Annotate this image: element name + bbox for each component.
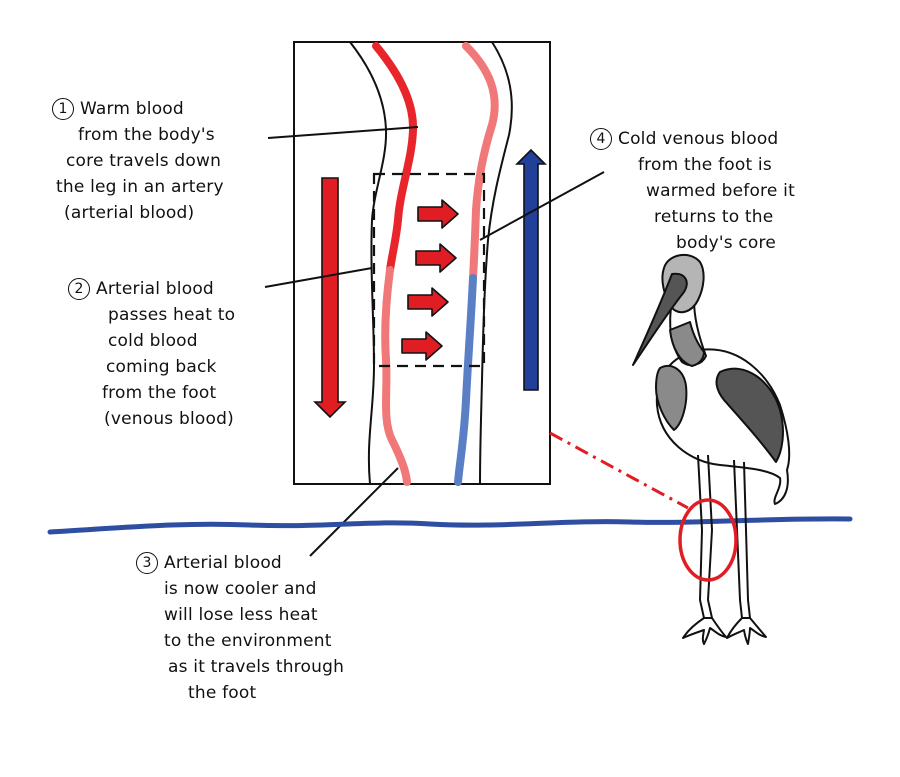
zoom-connector-line — [549, 431, 689, 510]
callout-1-line-1: Warm blood — [80, 99, 184, 119]
downward-flow-arrow-icon — [313, 177, 347, 419]
vein-cold-segment — [454, 274, 477, 486]
zoom-marker-circle — [678, 498, 738, 582]
bird-foot-right — [726, 617, 767, 645]
leg-outline-left — [349, 41, 388, 485]
callout-4: 4 Cold venous blood from the foot is warm… — [590, 126, 850, 256]
heat-transfer-arrow-icon — [407, 287, 449, 317]
callout-4-line-5: body's core — [676, 233, 776, 253]
callout-3-line-5: as it travels through — [168, 657, 345, 677]
vein-warmed-segment — [462, 42, 499, 282]
callout-2-line-1: Arterial blood — [96, 279, 214, 299]
bird-illustration — [632, 253, 791, 645]
water-line — [47, 516, 853, 535]
callout-4-line-2: from the foot is — [638, 155, 772, 175]
callout-4-line-4: returns to the — [654, 207, 774, 227]
callout-2: 2 Arterial blood passes heat to cold bloo… — [68, 276, 273, 432]
heat-exchange-region — [372, 172, 486, 368]
callout-3-line-1: Arterial blood — [164, 553, 282, 573]
bird-foot-left — [682, 617, 727, 645]
callout-2-line-5: from the foot — [102, 383, 217, 403]
callout-2-line-3: cold blood — [108, 331, 198, 351]
callout-3-line-6: the foot — [188, 683, 257, 703]
artery-warm-segment — [372, 42, 418, 274]
bird-chest-patch — [655, 365, 688, 431]
bird-bill — [632, 272, 688, 366]
heat-transfer-arrow-icon — [415, 243, 457, 273]
callout-4-line-3: warmed before it — [646, 181, 795, 201]
callout-1: 1 Warm blood from the body's core travels… — [52, 96, 287, 226]
heat-transfer-arrow-icon — [417, 199, 459, 229]
callout-2-line-4: coming back — [106, 357, 217, 377]
artery-cool-segment — [381, 266, 411, 486]
callout-2-number: 2 — [68, 278, 90, 300]
leader-line-4 — [479, 171, 605, 241]
callout-3-number: 3 — [136, 552, 158, 574]
upward-flow-arrow-icon — [515, 148, 547, 391]
heat-transfer-arrow-icon — [401, 331, 443, 361]
callout-4-number: 4 — [590, 128, 612, 150]
callout-1-line-2: from the body's — [78, 125, 215, 145]
bird-leg-left — [697, 454, 713, 619]
callout-3-line-4: to the environment — [164, 631, 332, 651]
callout-2-line-6: (venous blood) — [104, 409, 234, 429]
callout-1-line-5: (arterial blood) — [64, 203, 195, 223]
bird-neck-band — [669, 321, 705, 367]
callout-2-line-2: passes heat to — [108, 305, 236, 325]
callout-4-line-1: Cold venous blood — [618, 129, 779, 149]
bird-leg-right — [733, 459, 751, 619]
callout-1-number: 1 — [52, 98, 74, 120]
leader-line-3 — [309, 467, 399, 557]
leader-line-2 — [264, 267, 373, 288]
callout-3-line-2: is now cooler and — [164, 579, 317, 599]
bird-wing — [715, 367, 784, 463]
callout-1-line-4: the leg in an artery — [56, 177, 224, 197]
leg-outline-right — [479, 41, 513, 485]
callout-1-line-3: core travels down — [66, 151, 222, 171]
callout-3: 3 Arterial blood is now cooler and will l… — [136, 550, 426, 706]
callout-3-line-3: will lose less heat — [164, 605, 318, 625]
leader-line-1 — [267, 126, 419, 139]
heat-transfer-arrows — [401, 199, 459, 361]
